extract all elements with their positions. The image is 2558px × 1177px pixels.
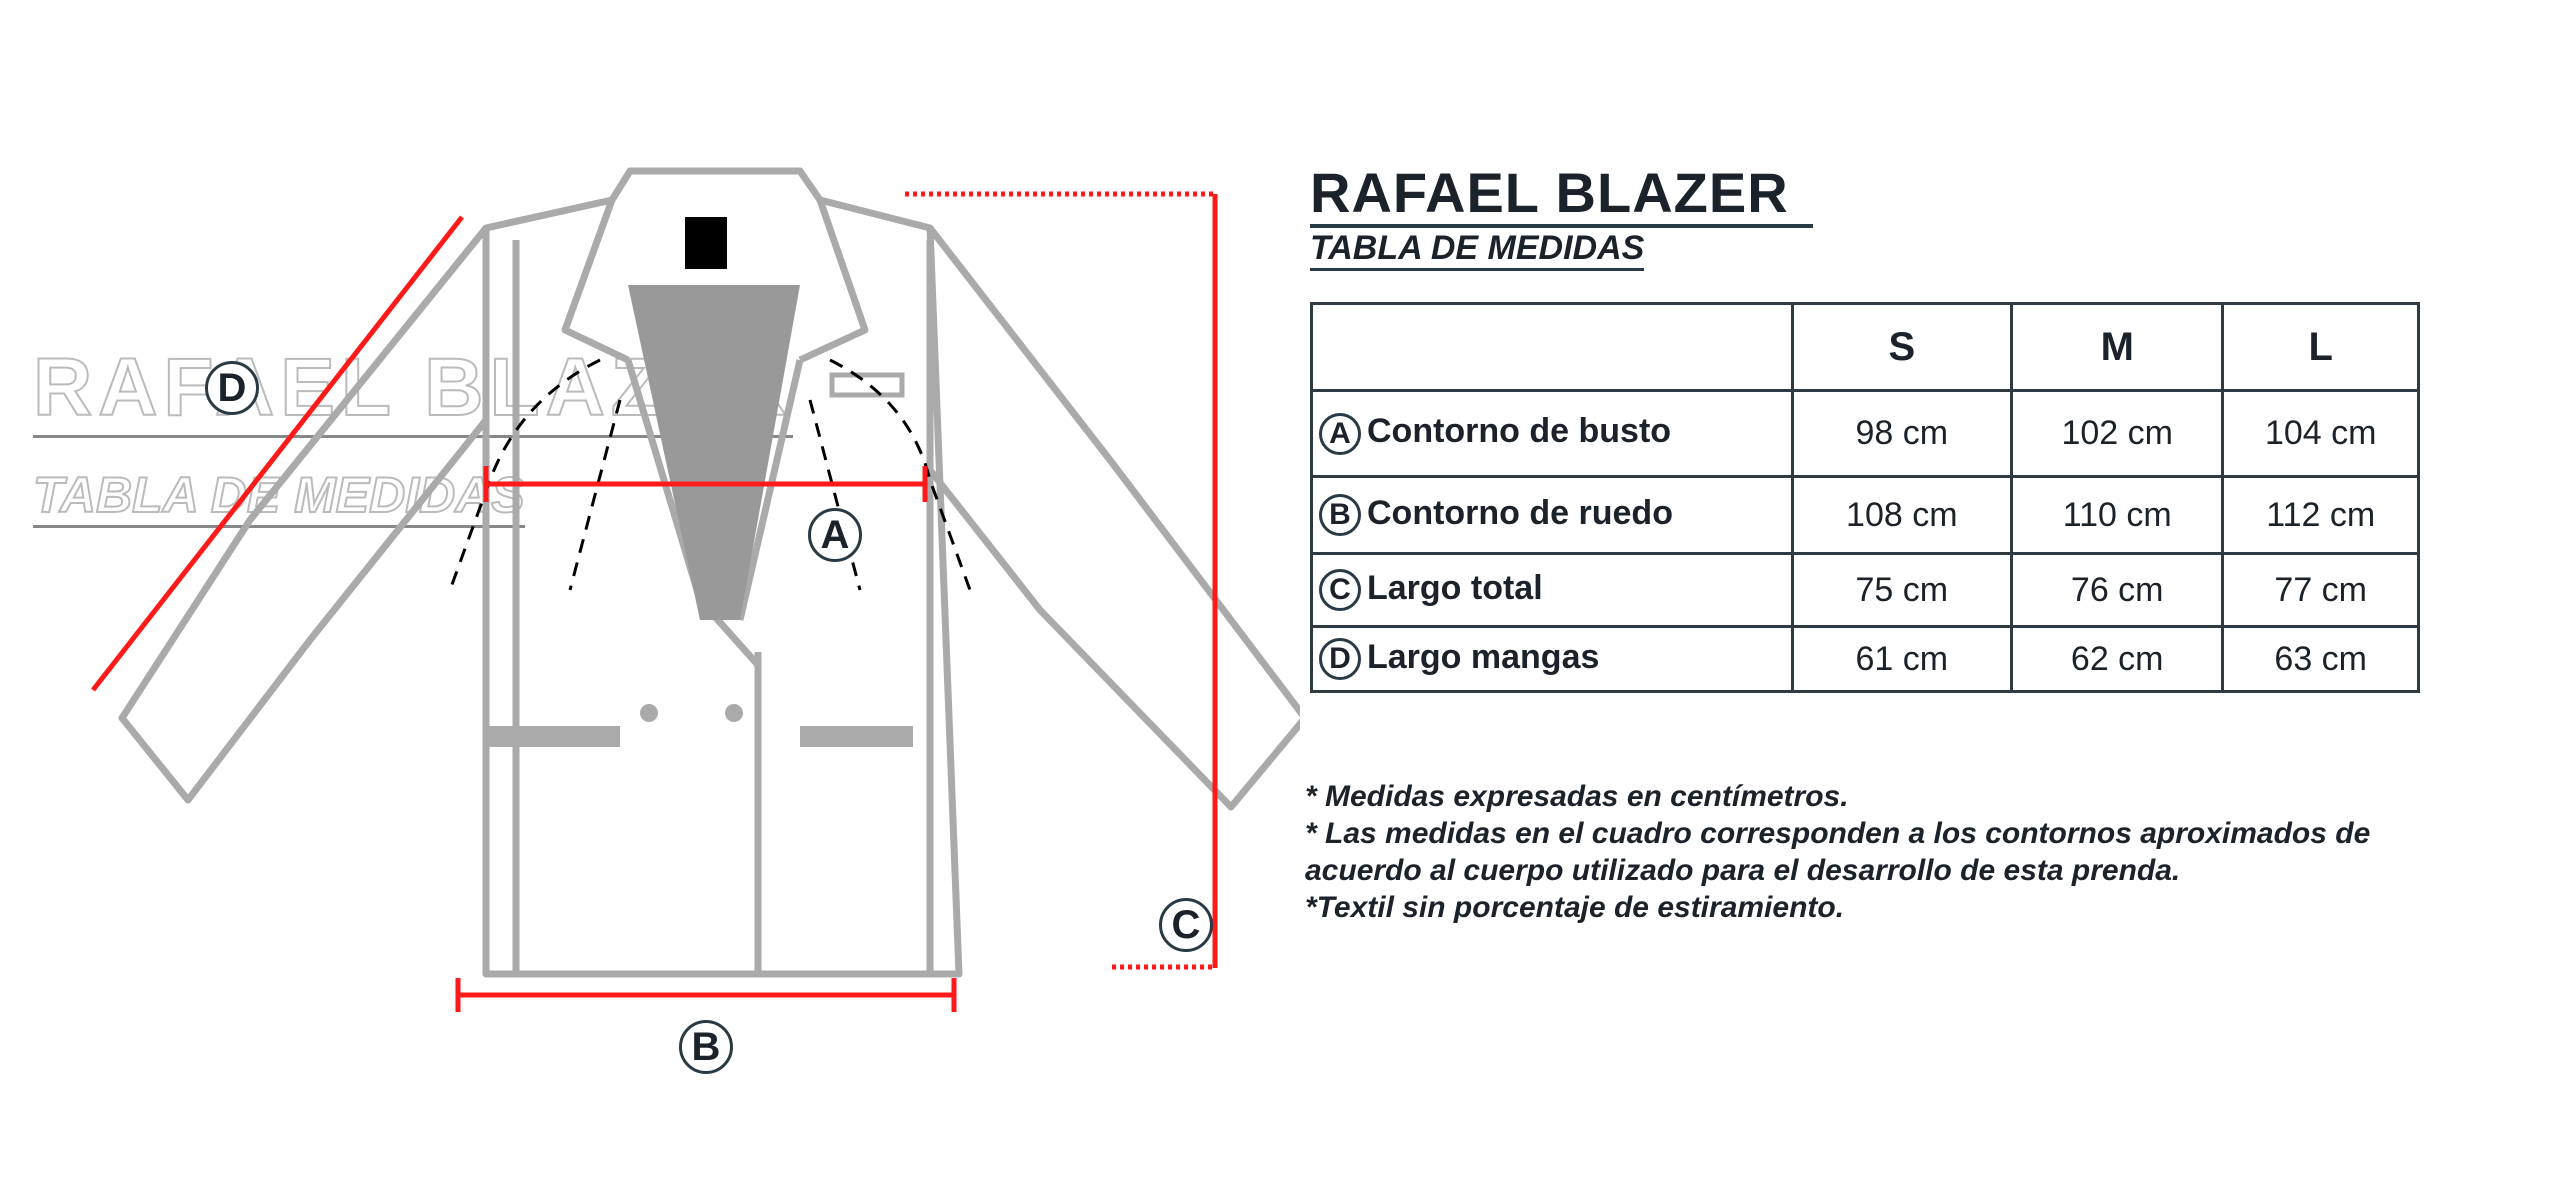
cell-value: 61 cm (1790, 625, 2014, 693)
button (725, 704, 743, 722)
cell-value: 108 cm (1790, 475, 2014, 555)
collar (561, 198, 869, 364)
marker-badge: C (1319, 569, 1361, 611)
measure-guide-c (905, 191, 1215, 970)
collar-tag (685, 217, 727, 269)
marker-c: C (1159, 898, 1213, 952)
row-label: Largo total (1367, 568, 1543, 607)
cell-value: 104 cm (2221, 389, 2420, 478)
cell-value: 98 cm (1790, 389, 2014, 478)
row-label: Largo mangas (1367, 637, 1600, 676)
page-subtitle: TABLA DE MEDIDAS (1310, 228, 1645, 271)
cell-value: 102 cm (2009, 389, 2225, 478)
measure-line-a (483, 466, 928, 502)
cell-value: 110 cm (2009, 475, 2225, 555)
right-pocket (800, 726, 913, 747)
column-header (1310, 302, 1794, 392)
note: *Textil sin porcentaje de estiramiento. (1305, 891, 1845, 924)
left-pocket (489, 726, 620, 747)
measure-line-b (455, 978, 957, 1012)
marker-badge: B (1319, 494, 1361, 536)
inner-lines (512, 240, 934, 974)
note: * Las medidas en el cuadro corresponden … (1305, 817, 2371, 887)
right-sleeve (927, 225, 1300, 811)
row-label: Contorno de ruedo (1367, 493, 1673, 532)
left-sleeve (118, 225, 489, 804)
cell-value: 112 cm (2221, 475, 2420, 555)
measure-line-d (91, 215, 464, 692)
marker-d: D (205, 361, 259, 415)
shirt-front (628, 285, 800, 620)
cell-value: 75 cm (1790, 552, 2014, 628)
cell-value: 62 cm (2009, 625, 2225, 693)
chest-pocket (829, 372, 905, 398)
button (640, 704, 658, 722)
cell-value: 76 cm (2009, 552, 2225, 628)
cell-value: 77 cm (2221, 552, 2420, 628)
cell-value: 63 cm (2221, 625, 2420, 693)
row-label: Contorno de busto (1367, 412, 1672, 451)
column-header-s: S (1790, 302, 2014, 392)
marker-badge: A (1319, 412, 1361, 455)
notes: * Medidas expresadas en centímetros. * L… (1305, 778, 2445, 926)
column-header-m: M (2009, 302, 2225, 392)
marker-a: A (808, 508, 862, 562)
column-header-l: L (2221, 302, 2420, 392)
table-header-row: S M L (1310, 302, 2420, 392)
marker-badge: D (1319, 638, 1361, 680)
marker-b: B (679, 1020, 733, 1074)
page-title: RAFAEL BLAZER (1310, 162, 1813, 228)
blazer-illustration (91, 167, 1300, 1012)
note: * Medidas expresadas en centímetros. (1305, 780, 1849, 813)
